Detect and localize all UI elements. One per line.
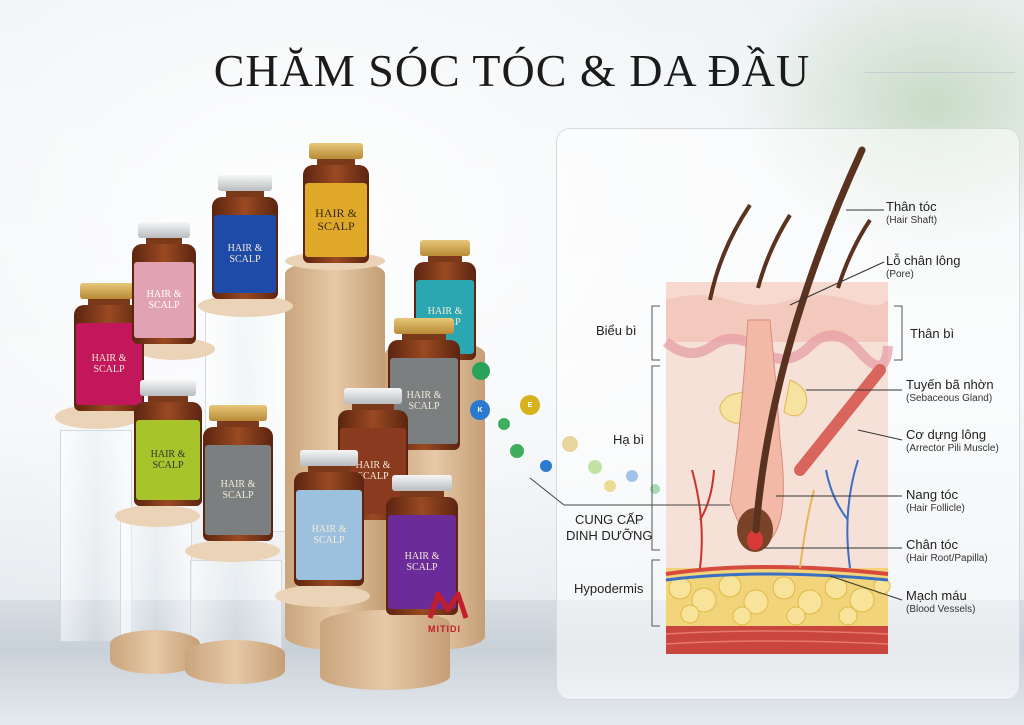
label-pore-vi: Lỗ chân lông <box>886 253 961 268</box>
mitidi-logo <box>428 591 468 619</box>
label-arrector-pili-en: (Arrector Pili Muscle) <box>906 442 999 454</box>
decorative-line <box>865 72 1015 73</box>
muscle-layer <box>666 626 888 654</box>
label-hypodermis: Hypodermis <box>574 581 644 596</box>
label-hair-follicle-en: (Hair Follicle) <box>906 502 965 514</box>
wood-disc <box>275 585 370 607</box>
label-nutrition-line1: CUNG CẤP <box>574 512 644 527</box>
label-hair-follicle: Nang tóc (Hair Follicle) <box>906 488 965 514</box>
label-sebaceous-gland-vi: Tuyến bã nhờn <box>906 377 994 392</box>
label-blood-vessels-en: (Blood Vessels) <box>906 603 976 615</box>
label-nutrition: CUNG CẤP DINH DƯỠNG <box>566 512 653 545</box>
sebaceous-gland <box>783 379 808 417</box>
nutrient-bubble <box>540 460 552 472</box>
label-sebaceous-gland-en: (Sebaceous Gland) <box>906 392 993 404</box>
label-epidermis: Biểu bì <box>596 323 637 338</box>
label-hair-shaft-vi: Thân tóc <box>886 199 937 214</box>
label-hair-shaft: Thân tóc (Hair Shaft) <box>886 200 937 226</box>
wood-disc <box>198 295 293 317</box>
nutrient-bubble <box>498 418 510 430</box>
label-pore: Lỗ chân lông (Pore) <box>886 254 960 280</box>
vial-label: HAIR & SCALP <box>305 183 367 257</box>
arrector-pili-muscle <box>794 364 886 476</box>
nutrient-bubble <box>510 444 524 458</box>
label-pore-en: (Pore) <box>886 268 914 280</box>
product-vial: HAIR & SCALP <box>132 222 196 344</box>
vial-label: HAIR & SCALP <box>388 515 456 609</box>
blood-vessel-artery <box>665 565 889 576</box>
wood-disc <box>185 540 280 562</box>
hair-papilla <box>747 530 763 550</box>
wood-pedestal <box>320 610 450 690</box>
nutrient-bubble <box>472 362 490 380</box>
label-arrector-pili-vi: Cơ dựng lông <box>906 427 987 442</box>
hair-shaft <box>752 146 866 534</box>
vial-label: HAIR & SCALP <box>296 490 362 580</box>
product-vial: HAIR & SCALP <box>212 175 278 299</box>
vial-label: HAIR & SCALP <box>205 445 271 535</box>
label-dermis-right: Thân bì <box>910 327 954 341</box>
page-title: CHĂM SÓC TÓC & DA ĐẦU <box>213 45 811 96</box>
label-sebaceous-gland: Tuyến bã nhờn (Sebaceous Gland) <box>906 378 994 404</box>
nutrient-bubble: E <box>520 395 540 415</box>
label-arrector-pili: Cơ dựng lông (Arrector Pili Muscle) <box>906 428 1018 454</box>
brand-name: MITIDI <box>428 624 461 634</box>
product-vial: HAIR & SCALP <box>303 143 369 263</box>
label-blood-vessels: Mạch máu (Blood Vessels) <box>906 589 975 615</box>
product-vial: HAIR & SCALP <box>203 405 273 541</box>
vial-label: HAIR & SCALP <box>76 323 142 405</box>
product-display: HAIR & SCALP HAIR & SCALP HAIR & SCALP H… <box>0 140 520 700</box>
vial-label: HAIR & SCALP <box>214 215 276 293</box>
label-hair-shaft-en: (Hair Shaft) <box>886 214 938 226</box>
product-vial: HAIR & SCALP <box>386 475 458 615</box>
label-nutrition-line2: DINH DƯỠNG <box>566 528 653 544</box>
label-dermis-right-vi: Thân bì <box>910 326 955 341</box>
product-vial: HAIR & SCALP <box>294 450 364 586</box>
vial-label: HAIR & SCALP <box>134 262 194 338</box>
vial-label: HAIR & SCALP <box>136 420 200 500</box>
product-vial: HAIR & SCALP <box>134 380 202 506</box>
wood-disc <box>115 505 200 527</box>
blood-vessel-vein <box>665 572 889 582</box>
label-hair-follicle-vi: Nang tóc <box>906 487 959 502</box>
label-blood-vessels-vi: Mạch máu <box>906 588 967 603</box>
label-hair-root-vi: Chân tóc <box>906 537 959 552</box>
nutrient-bubble: K <box>470 400 490 420</box>
label-hair-root: Chân tóc (Hair Root/Papilla) <box>906 538 988 564</box>
label-hair-root-en: (Hair Root/Papilla) <box>906 552 988 564</box>
label-dermis: Hạ bì <box>613 432 645 447</box>
wood-pedestal <box>185 640 285 684</box>
